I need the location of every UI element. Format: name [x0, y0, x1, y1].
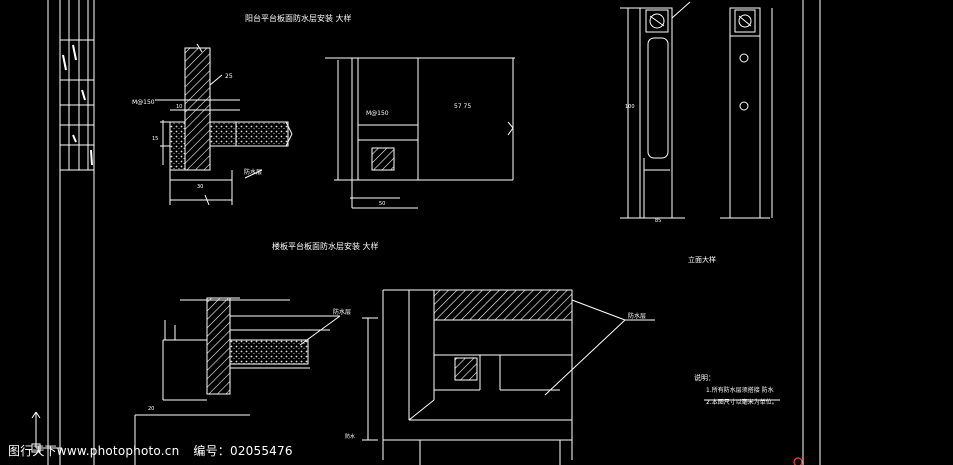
ucs-axis-icon	[31, 411, 62, 453]
label-waterproof-c: 防水层	[628, 312, 646, 320]
label-dim-100: 100	[625, 104, 635, 110]
notes-line-2: 2.本图尺寸以毫米为单位。	[706, 398, 778, 406]
label-waterproof-b: 防水层	[333, 308, 351, 316]
detail-3	[620, 1, 773, 219]
label-dim-20: 20	[148, 406, 154, 412]
label-slab-b: M@150	[366, 110, 389, 117]
label-dim-50: 50	[379, 201, 385, 207]
label-dim-10: 10	[176, 104, 182, 110]
title-top: 阳台平台板面防水层安装 大样	[245, 13, 352, 23]
detail-5	[362, 289, 655, 465]
watermark: 图行天下www.photophoto.cn 编号：02055476	[8, 442, 307, 459]
watermark-site: 图行天下www.photophoto.cn	[8, 444, 180, 458]
watermark-id-label: 编号：	[193, 444, 230, 458]
label-dim-30: 30	[197, 184, 203, 190]
label-dim-15: 15	[152, 136, 158, 142]
label-slab-a: M@150	[132, 99, 155, 106]
notes-heading: 说明：	[694, 373, 715, 382]
title-block	[47, 0, 94, 465]
label-dim-85: 85	[655, 218, 661, 224]
title-bottom: 楼板平台板面防水层安装 大样	[272, 241, 379, 251]
title-right: 立面大样	[688, 255, 716, 264]
label-dim-57: 57 75	[454, 103, 471, 110]
notes-line-1: 1.所有防水层须搭接 防水	[706, 386, 774, 394]
label-dim-25: 25	[225, 73, 233, 80]
red-marker-icon	[793, 457, 803, 465]
label-waterproof-a: 防水层	[244, 168, 262, 176]
watermark-id-value: 02055476	[230, 444, 293, 458]
detail-1	[155, 43, 293, 206]
label-note-a: 防水	[345, 433, 355, 440]
detail-4	[134, 297, 341, 465]
detail-2	[325, 57, 515, 209]
